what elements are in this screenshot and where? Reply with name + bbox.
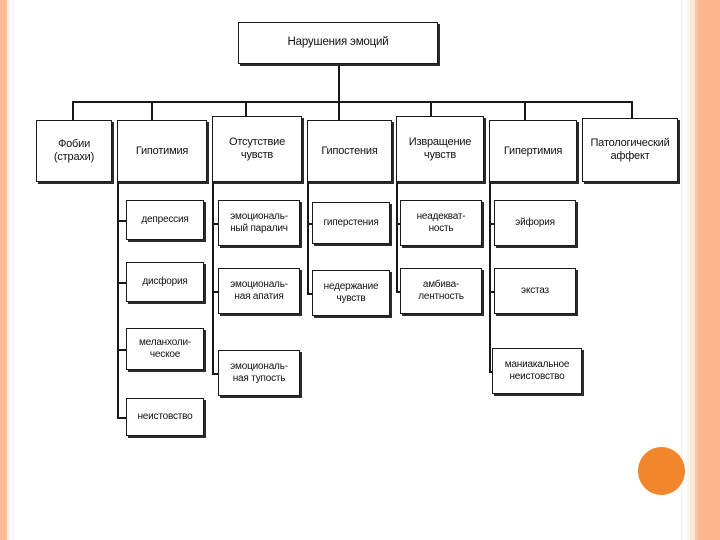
- node-label: Гипостения: [321, 144, 378, 157]
- node-label: Гипотимия: [135, 144, 189, 157]
- connector-stub-n5a: [396, 223, 400, 225]
- right-frame-band-6: [681, 0, 683, 540]
- connector-stub-n2a: [117, 220, 126, 222]
- connector-level1-bus: [72, 101, 631, 103]
- connector-drop-2: [151, 101, 153, 120]
- node-label: неистовство: [137, 411, 193, 423]
- node-label: меланхоли-ческое: [138, 337, 191, 360]
- node-label: эмоциональ-ный паралич: [230, 211, 288, 234]
- node-label: дисфория: [142, 276, 188, 288]
- connector-drop-4: [338, 101, 340, 120]
- node-label: гиперстения: [323, 217, 379, 229]
- connector-stub-n6b: [489, 291, 494, 293]
- node-label: экстаз: [521, 285, 549, 297]
- node-label: амбива-лентность: [418, 279, 464, 302]
- connector-stub-n4a: [307, 223, 312, 225]
- node-n2a: депрессия: [126, 200, 204, 240]
- connector-stub-n3c: [212, 373, 218, 375]
- node-n4: Гипостения: [307, 120, 392, 182]
- connector-drop-7: [631, 101, 633, 120]
- connector-stub-n2b: [117, 282, 126, 284]
- node-label: Гипертимия: [503, 144, 563, 157]
- node-n1: Фобии(страхи): [36, 120, 112, 182]
- node-n5a: неадекват-ность: [400, 200, 482, 246]
- connector-trunk-n4: [307, 182, 309, 293]
- connector-root-stem: [338, 64, 340, 101]
- node-label: эмоциональ-ная тупость: [230, 361, 288, 384]
- node-label: Нарушения эмоций: [287, 36, 389, 49]
- node-n2: Гипотимия: [117, 120, 207, 182]
- connector-drop-5: [430, 101, 432, 120]
- node-n6b: экстаз: [494, 268, 576, 314]
- node-n4a: гиперстения: [312, 202, 390, 244]
- connector-stub-n6a: [489, 223, 494, 225]
- left-frame-band-4: [12, 0, 14, 540]
- left-frame-band-1: [0, 0, 7, 540]
- node-n3c: эмоциональ-ная тупость: [218, 350, 300, 396]
- connector-stub-n2c: [117, 349, 126, 351]
- connector-stub-n4b: [307, 293, 312, 295]
- left-frame-band-3: [10, 0, 12, 540]
- orange-bullet-dot-icon: [638, 447, 685, 495]
- right-frame-band-1: [698, 0, 720, 540]
- connector-trunk-n6: [489, 182, 491, 371]
- connector-trunk-n3: [212, 182, 214, 373]
- connector-stub-n2d: [117, 417, 126, 419]
- right-frame-band-2: [695, 0, 698, 540]
- node-label: Фобии(страхи): [53, 138, 95, 163]
- connector-stub-n6c: [489, 371, 492, 373]
- node-n2c: меланхоли-ческое: [126, 328, 204, 370]
- node-n6: Гипертимия: [489, 120, 577, 182]
- connector-drop-3: [245, 101, 247, 120]
- node-n2b: дисфория: [126, 262, 204, 302]
- connector-trunk-n2: [117, 182, 119, 417]
- node-n3a: эмоциональ-ный паралич: [218, 200, 300, 246]
- connector-drop-6: [524, 101, 526, 120]
- connector-stub-n5b: [396, 291, 400, 293]
- right-frame-band-3: [690, 0, 695, 540]
- connector-trunk-n5: [396, 182, 398, 291]
- right-frame-band-4: [687, 0, 690, 540]
- node-n3b: эмоциональ-ная апатия: [218, 268, 300, 314]
- node-label: неадекват-ность: [416, 211, 466, 234]
- connector-stub-n3a: [212, 223, 218, 225]
- node-label: эмоциональ-ная апатия: [230, 279, 288, 302]
- node-n6a: эйфория: [494, 200, 576, 246]
- left-frame-band-2: [7, 0, 10, 540]
- node-n0: Нарушения эмоций: [238, 22, 438, 64]
- right-frame-band-5: [683, 0, 687, 540]
- node-label: эйфория: [515, 217, 555, 229]
- node-label: депрессия: [141, 214, 189, 226]
- node-n5b: амбива-лентность: [400, 268, 482, 314]
- node-n2d: неистовство: [126, 398, 204, 436]
- connector-stub-n3b: [212, 291, 218, 293]
- connector-drop-1: [72, 101, 74, 120]
